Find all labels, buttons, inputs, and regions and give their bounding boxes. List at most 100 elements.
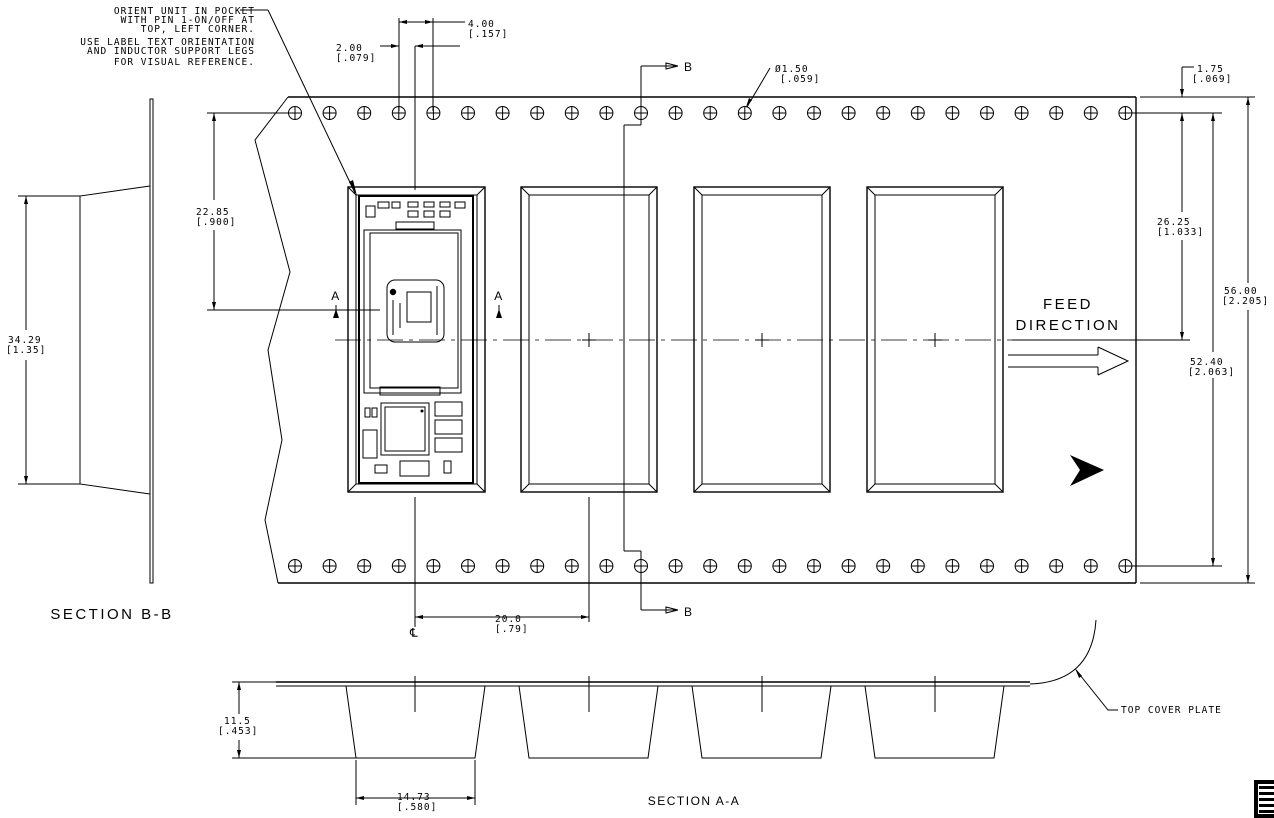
sprocket-hole — [737, 559, 752, 573]
sprocket-hole — [1014, 106, 1029, 120]
sprocket-hole — [322, 559, 337, 573]
section-bb-view — [18, 98, 154, 584]
dim-hole-dia-mm: Ø1.50 — [775, 64, 809, 75]
sprocket-hole — [599, 106, 614, 120]
dim-2285-mm: 22.85 — [196, 207, 230, 218]
sprocket-hole — [668, 559, 683, 573]
svg-text:AND INDUCTOR SUPPORT LEGS: AND INDUCTOR SUPPORT LEGS — [87, 46, 255, 57]
dim-pitch-in: [.157] — [468, 29, 508, 40]
dim-5240-in: [2.063] — [1188, 367, 1235, 378]
sprocket-hole — [1083, 106, 1098, 120]
sprocket-hole — [910, 106, 925, 120]
dim-3429-in: [1.35] — [6, 345, 46, 356]
sprocket-hole — [772, 559, 787, 573]
dim-sprocket-pitch — [398, 18, 465, 111]
dim-2625-in: [1.033] — [1157, 227, 1204, 238]
section-b-top-label: B — [684, 60, 694, 74]
sprocket-hole — [426, 559, 441, 573]
sprocket-hole — [357, 106, 372, 120]
section-a-markers — [333, 305, 502, 318]
dim-pitch-mm: 4.00 — [468, 19, 495, 30]
pin1-orientation-arrow-icon — [1070, 455, 1104, 486]
sprocket-hole — [288, 106, 302, 120]
sprocket-hole — [564, 559, 579, 573]
svg-text:USE LABEL TEXT ORIENTATION: USE LABEL TEXT ORIENTATION — [80, 37, 255, 48]
sprocket-hole — [461, 559, 475, 573]
dim-3429-mm: 34.29 — [8, 335, 42, 346]
feed-label-line1: FEED — [1043, 296, 1093, 313]
pocket-2 — [520, 186, 658, 493]
centerline-symbol: ℄ — [409, 626, 419, 640]
sprocket-hole — [495, 559, 510, 573]
dim-edge-to-hole — [1130, 66, 1255, 121]
sprocket-hole — [1118, 559, 1133, 573]
sprocket-hole — [1049, 106, 1064, 120]
dim-5600-mm: 56.00 — [1224, 286, 1258, 297]
section-a-left-label: A — [331, 289, 341, 303]
dim-edge-in: [.069] — [1192, 74, 1232, 85]
sprocket-hole — [1083, 559, 1098, 573]
dim-200-in: [.79] — [495, 624, 529, 635]
sprocket-hole — [841, 106, 856, 120]
sprocket-hole — [876, 106, 891, 120]
dim-pocket-pitch — [414, 497, 590, 627]
module-unit — [358, 195, 474, 484]
sprocket-hole — [980, 106, 994, 120]
sprocket-hole — [910, 559, 925, 573]
sprocket-hole — [288, 559, 302, 573]
dim-5600-in: [2.205] — [1222, 296, 1269, 307]
sprocket-hole — [357, 559, 372, 573]
svg-text:ORIENT UNIT IN POCKET: ORIENT UNIT IN POCKET — [114, 6, 255, 17]
feed-label-line2: DIRECTION — [1016, 317, 1121, 334]
section-b-bottom-label: B — [684, 605, 694, 619]
sprocket-hole — [322, 106, 337, 120]
svg-text:FOR VISUAL REFERENCE.: FOR VISUAL REFERENCE. — [114, 57, 255, 68]
sprocket-hole — [668, 106, 683, 120]
sprocket-hole — [703, 106, 718, 120]
dim-hole-to-centerline — [1012, 113, 1190, 341]
dim-115-mm: 11.5 — [224, 716, 251, 727]
section-aa-title: SECTION A-A — [648, 794, 741, 808]
dim-1473-in: [.580] — [397, 802, 437, 813]
sprocket-hole — [980, 559, 994, 573]
sprocket-hole — [495, 106, 510, 120]
section-aa-view — [232, 619, 1118, 805]
dim-115-in: [.453] — [218, 726, 258, 737]
sprocket-hole — [703, 559, 718, 573]
pocket-3 — [693, 186, 831, 493]
dim-edge-mm: 1.75 — [1197, 64, 1224, 75]
dim-tape-width — [1140, 97, 1255, 584]
dim-hole-dia-in: [.059] — [780, 74, 820, 85]
corner-logo — [1254, 780, 1274, 818]
dim-1473-mm: 14.73 — [397, 792, 431, 803]
orientation-note: ORIENT UNIT IN POCKET WITH PIN 1-ON/OFF … — [80, 6, 357, 196]
sprocket-hole — [1049, 559, 1064, 573]
sprocket-hole — [737, 106, 752, 120]
dim-5240-mm: 52.40 — [1190, 357, 1224, 368]
sprocket-hole — [945, 559, 960, 573]
sprocket-hole — [1118, 106, 1133, 120]
dim-2285-in: [.900] — [196, 217, 236, 228]
sprocket-hole — [1014, 559, 1029, 573]
label-text-marks — [392, 286, 438, 335]
sprocket-hole — [530, 559, 545, 573]
dim-hole-to-center — [207, 112, 380, 311]
sprocket-hole — [945, 106, 960, 120]
dim-hole2-in: [.079] — [336, 53, 376, 64]
dim-200-mm: 20.0 — [495, 614, 522, 625]
sprocket-hole — [807, 106, 821, 120]
sprocket-hole — [461, 106, 475, 120]
dim-hole-row-spacing — [1130, 113, 1222, 567]
sprocket-holes-top — [288, 106, 1133, 120]
feed-direction-arrow — [1008, 346, 1130, 376]
top-cover-plate-label: TOP COVER PLATE — [1121, 705, 1222, 716]
sprocket-hole — [530, 106, 545, 120]
dim-2625-mm: 26.25 — [1157, 217, 1191, 228]
section-b-cut-line — [623, 62, 679, 614]
sprocket-hole — [807, 559, 821, 573]
sprocket-hole — [391, 559, 406, 573]
svg-text:TOP, LEFT CORNER.: TOP, LEFT CORNER. — [141, 24, 255, 35]
sprocket-hole — [876, 559, 891, 573]
pocket-center-marks — [582, 333, 942, 347]
